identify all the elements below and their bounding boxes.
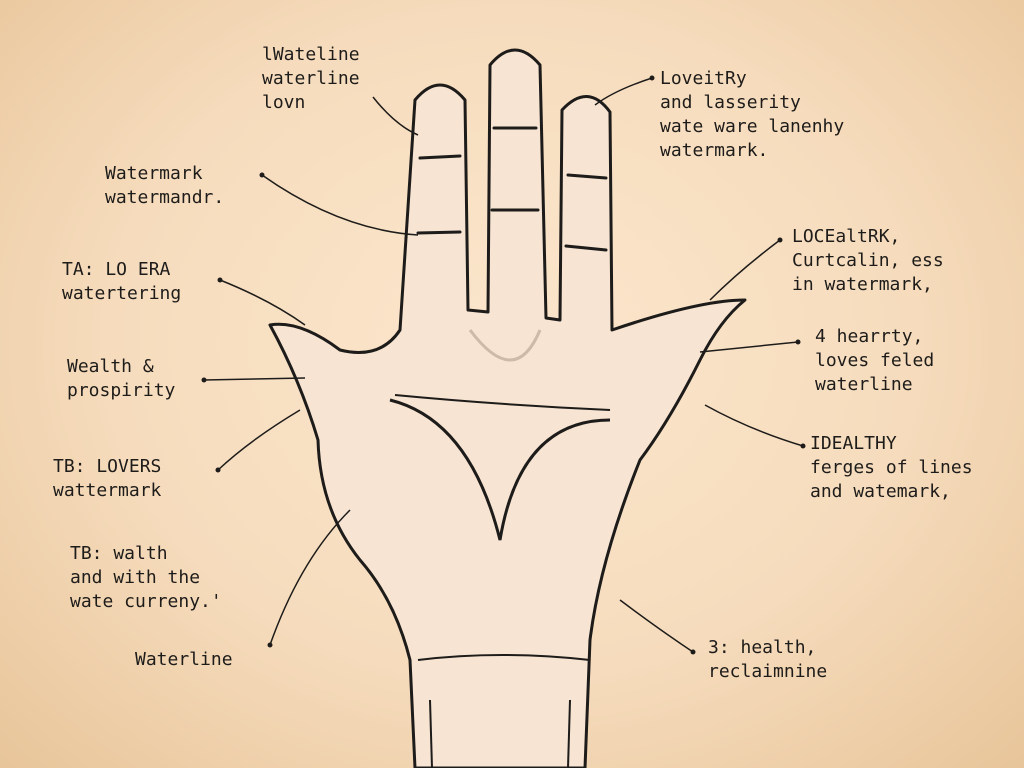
palm-hollow	[468, 329, 542, 362]
palm-shadow	[389, 398, 611, 541]
label-line: in watermark,	[792, 274, 933, 295]
label-line: 4 hearrty,	[815, 326, 924, 347]
label-line: LoveitRy	[660, 68, 747, 89]
finger-joints	[416, 126, 608, 252]
label-tb-lovers: TB: LOVERS wattermark	[53, 455, 161, 503]
label-wealth-prosperity: Wealth & prospirity	[67, 355, 175, 403]
label-line: prospirity	[67, 380, 176, 401]
label-line: watertering	[62, 283, 182, 304]
leader-lines	[203, 77, 804, 653]
label-line: watermandr.	[105, 187, 225, 208]
label-line: Waterline	[135, 649, 233, 670]
label-line: TB: LOVERS	[53, 456, 162, 477]
label-waterline-bottom: Waterline	[135, 648, 233, 672]
label-health: 3: health, reclaimnine	[708, 636, 827, 684]
label-line: IDEALTHY	[810, 433, 897, 454]
label-line: wattermark	[53, 480, 162, 501]
wrist-lines	[417, 654, 591, 768]
label-line: waterline	[262, 68, 360, 89]
label-line: and with the	[70, 567, 201, 588]
label-locealtrk: LOCEaltRK, Curtcalin, ess in watermark,	[792, 225, 944, 297]
label-idealthy: IDEALTHY ferges of lines and watemark,	[810, 432, 973, 504]
label-tb-wealth: TB: walth and with the wate curreny.'	[70, 542, 222, 614]
label-line: and lasserity	[660, 92, 801, 113]
label-line: ferges of lines	[810, 457, 973, 478]
leader-dots	[201, 75, 806, 655]
label-line: loves feled	[815, 350, 935, 371]
label-line: TB: walth	[70, 543, 168, 564]
label-line: Wealth &	[67, 356, 154, 377]
label-line: TA: LO ERA	[62, 259, 171, 280]
label-loveitry: LoveitRy and lasserity wate ware lanenhy…	[660, 67, 844, 163]
hand-outline	[268, 48, 747, 768]
label-line: and watemark,	[810, 481, 951, 502]
label-line: watermark.	[660, 140, 769, 161]
label-line: lovn	[262, 92, 306, 113]
label-hearrty: 4 hearrty, loves feled waterline	[815, 325, 934, 397]
label-watermark: Watermark watermandr.	[105, 162, 224, 210]
label-line: wate curreny.'	[70, 591, 222, 612]
label-line: Curtcalin, ess	[792, 250, 944, 271]
label-line: Watermark	[105, 163, 203, 184]
label-line: wate ware lanenhy	[660, 116, 845, 137]
label-line: waterline	[815, 374, 913, 395]
label-line: lWateline	[262, 44, 360, 65]
label-ta-lo-era: TA: LO ERA watertering	[62, 258, 181, 306]
label-top-finger: lWateline waterline lovn	[262, 43, 360, 115]
label-line: 3: health,	[708, 637, 817, 658]
label-line: LOCEaltRK,	[792, 226, 901, 247]
label-line: reclaimnine	[708, 661, 828, 682]
palm-crease	[394, 394, 611, 411]
